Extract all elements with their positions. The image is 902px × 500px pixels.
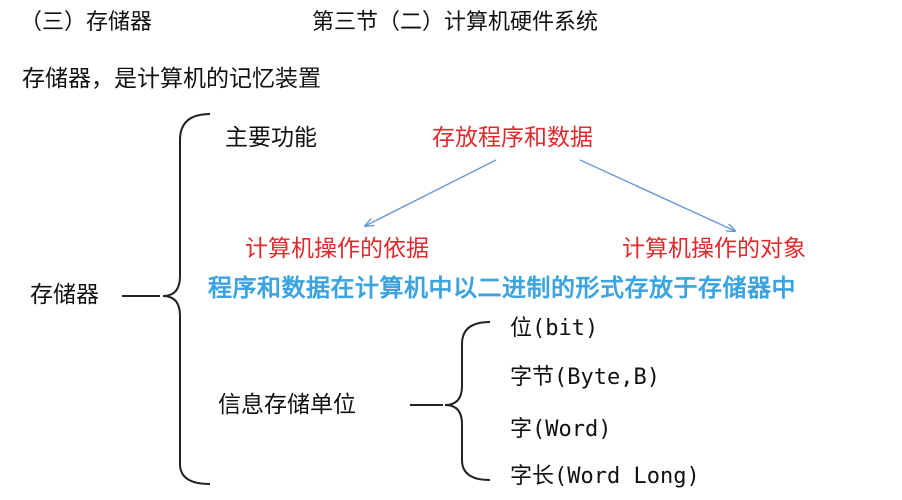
units-brace — [444, 321, 491, 481]
unit-item-word: 字(Word) — [510, 417, 612, 442]
main-term: 存储器 — [30, 282, 99, 308]
units-label: 信息存储单位 — [218, 392, 356, 418]
arrow-right — [579, 159, 735, 231]
chapter-title: 第三节（二）计算机硬件系统 — [312, 10, 599, 35]
function-right-branch: 计算机操作的对象 — [622, 236, 806, 262]
arrow-left — [365, 159, 497, 226]
main-brace — [162, 113, 211, 485]
storage-statement: 程序和数据在计算机中以二进制的形式存放于存储器中 — [208, 274, 796, 302]
function-left-branch: 计算机操作的依据 — [245, 236, 429, 262]
definition-text: 存储器，是计算机的记忆装置 — [22, 66, 321, 92]
function-label: 主要功能 — [225, 125, 317, 151]
unit-item-word-long: 字长(Word Long) — [510, 464, 700, 489]
unit-item-byte: 字节(Byte,B) — [510, 365, 660, 390]
section-title: （三）存储器 — [20, 10, 153, 35]
unit-item-bit: 位(bit) — [510, 316, 599, 341]
function-value: 存放程序和数据 — [432, 125, 593, 151]
